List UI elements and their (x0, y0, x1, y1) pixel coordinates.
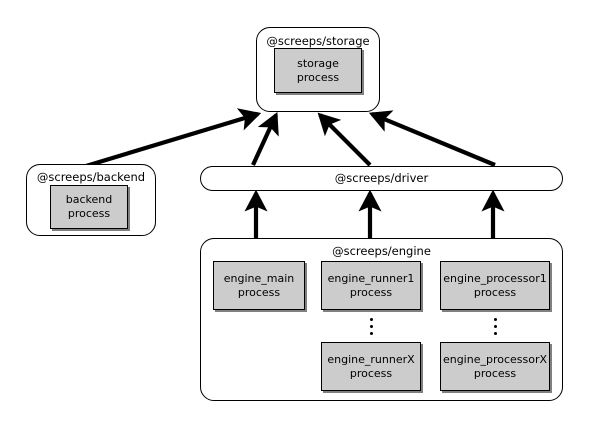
process-box-engine-processorx[interactable]: engine_processorX process (440, 342, 550, 391)
process-kind-engine-runner1: process (349, 285, 393, 299)
process-box-engine-runner1[interactable]: engine_runner1 process (321, 261, 421, 310)
process-kind-engine-processor1: process (473, 285, 517, 299)
process-box-engine-processor1[interactable]: engine_processor1 process (440, 261, 550, 310)
arrow-backend-to-storage (85, 108, 262, 169)
process-name-engine-processorx: engine_processorX (442, 352, 548, 366)
process-box-storage[interactable]: storage process (274, 48, 362, 93)
process-kind-storage: process (296, 70, 340, 84)
vertical-ellipsis-icon-runner (369, 318, 373, 335)
process-name-engine-runner1: engine_runner1 (327, 271, 415, 285)
package-screeps-driver[interactable]: @screeps/driver (200, 166, 563, 191)
process-name-backend: backend (65, 193, 113, 206)
arrow-driver-to-storage-right (368, 110, 496, 167)
process-kind-engine-main: process (237, 285, 281, 299)
package-label-backend: @screeps/backend (36, 170, 146, 184)
process-kind-engine-runnerx: process (349, 366, 393, 380)
vertical-ellipsis-icon-processor (493, 318, 497, 335)
process-box-backend[interactable]: backend process (50, 185, 128, 229)
package-label-storage: @screeps/storage (266, 34, 370, 48)
process-box-engine-main[interactable]: engine_main process (213, 261, 305, 310)
arrow-driver-to-storage-left (251, 111, 279, 166)
process-box-engine-runnerx[interactable]: engine_runnerX process (321, 342, 421, 391)
process-name-engine-processor1: engine_processor1 (443, 271, 547, 285)
package-label-engine: @screeps/engine (332, 244, 431, 258)
process-name-storage: storage (297, 56, 339, 70)
process-name-engine-main: engine_main (223, 271, 295, 285)
process-kind-engine-processorx: process (473, 366, 517, 380)
package-label-driver: @screeps/driver (334, 171, 429, 185)
arrow-driver-to-storage-middle (317, 112, 372, 167)
process-kind-backend: process (67, 207, 111, 220)
process-name-engine-runnerx: engine_runnerX (327, 352, 415, 366)
